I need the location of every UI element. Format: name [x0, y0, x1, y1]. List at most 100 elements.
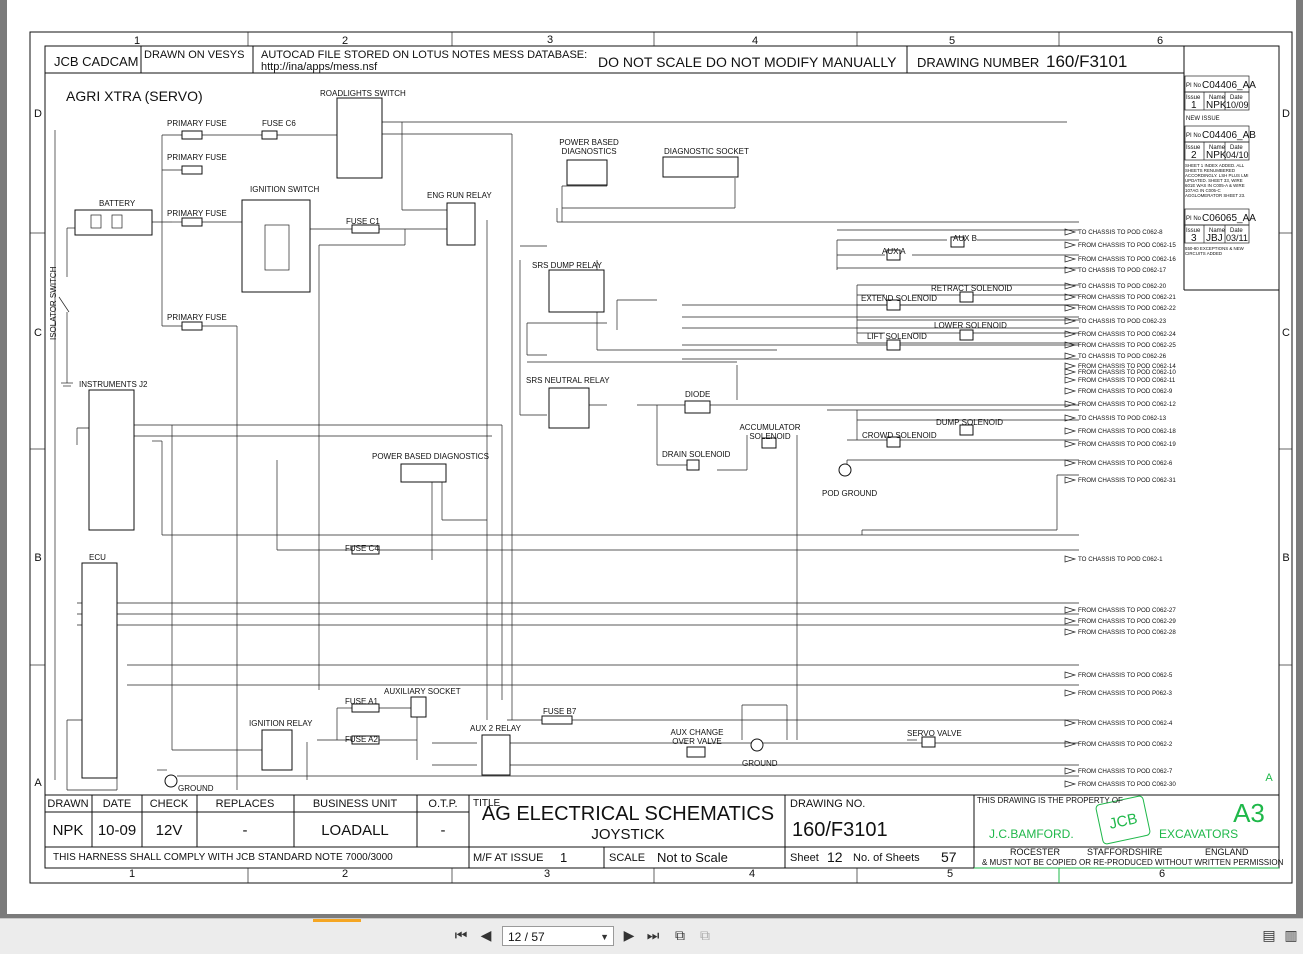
label-lower-solenoid: LOWER SOLENOID [934, 321, 1007, 330]
tb-date: 10-09 [98, 822, 136, 839]
two-page-view-icon[interactable]: ▥ [1284, 928, 1298, 944]
chassis-ref-label: FROM CHASSIS TO POD C062-31 [1078, 477, 1176, 484]
row-letter: C [34, 327, 42, 339]
label-ignition-switch: IGNITION SWITCH [250, 185, 320, 194]
connector-arrow [1064, 400, 1077, 408]
label-diagnostic-socket: DIAGNOSTIC SOCKET [664, 147, 749, 156]
connector-arrow [1064, 617, 1077, 625]
crowd-solenoid-symbol [886, 436, 901, 448]
rev-date-label: Date [1230, 95, 1243, 101]
chassis-ref-label: FROM CHASSIS TO POD C062-9 [1078, 388, 1173, 395]
col-number: 2 [342, 868, 348, 880]
previous-view-icon[interactable]: ⧉ [675, 928, 685, 944]
label-ground: GROUND [178, 784, 214, 793]
connector-arrow [1064, 780, 1077, 788]
rev-pi: C04406_AA [1202, 80, 1256, 91]
chassis-ref-label: FROM CHASSIS TO POD C062-11 [1078, 377, 1176, 384]
connector-arrow [1064, 606, 1077, 614]
aux-b-symbol [950, 236, 965, 248]
diagnostic-socket-symbol [662, 156, 739, 178]
label-crowd-solenoid: CROWD SOLENOID [862, 431, 937, 440]
col-number: 6 [1157, 35, 1163, 47]
header-autocad-url: http://ina/apps/mess.nsf [261, 61, 378, 73]
page-indicator: 12 / 57 [508, 930, 545, 944]
chassis-ref-label: TO CHASSIS TO POD C062-23 [1078, 318, 1167, 325]
label-diode: DIODE [685, 390, 710, 399]
first-page-icon[interactable]: ⏮ [454, 928, 468, 944]
tb-rocester: ROCESTER [1010, 847, 1061, 857]
tb-company: J.C.BAMFORD. [989, 827, 1074, 841]
connector-arrow [1064, 341, 1077, 349]
next-page-icon[interactable]: ▶ [623, 928, 635, 944]
label-fuse-c6: FUSE C6 [262, 119, 296, 128]
connector-arrow [1064, 352, 1077, 360]
connector-arrow [1064, 376, 1077, 384]
chassis-ref-label: FROM CHASSIS TO POD C062-10 [1078, 369, 1176, 376]
chassis-ref-label: FROM CHASSIS TO POD C062-28 [1078, 629, 1176, 636]
label-retract-solenoid: RETRACT SOLENOID [931, 284, 1012, 293]
label-roadlights-switch: ROADLIGHTS SWITCH [320, 89, 406, 98]
rev-date: 03/11 [1226, 233, 1248, 243]
chassis-ref-label: TO CHASSIS TO POD C062-1 [1078, 556, 1163, 563]
tb-subtitle: JOYSTICK [591, 826, 664, 843]
next-view-icon[interactable]: ⧉ [700, 928, 710, 944]
lower-solenoid-symbol [959, 329, 974, 341]
label-primary-fuse: PRIMARY FUSE [167, 119, 227, 128]
tb-replaces: - [243, 822, 248, 839]
ground-symbol [164, 774, 178, 788]
connector-arrow [1064, 689, 1077, 697]
rev-issue: 2 [1191, 150, 1197, 161]
srs-dump-relay-symbol [548, 269, 605, 313]
chassis-ref-label: FROM CHASSIS TO POD C062-7 [1078, 768, 1173, 775]
previous-page-icon[interactable]: ◀ [480, 928, 492, 944]
ignition-relay-symbol [261, 729, 293, 771]
schematic-variant-title: AGRI XTRA (SERVO) [66, 88, 203, 104]
label-aux-b: AUX B [953, 234, 977, 243]
chassis-ref-label: FROM CHASSIS TO POD C062-16 [1078, 256, 1176, 263]
accumulator-solenoid-symbol [761, 437, 777, 449]
ecu-symbol [81, 562, 118, 779]
aux-a-symbol [886, 249, 901, 261]
connector-arrow [1064, 740, 1077, 748]
connector-arrow [1064, 476, 1077, 484]
drawing-sheet: 1 2 3 4 5 6 1 2 3 4 5 6 D C B A D C B A [7, 0, 1296, 914]
jcb-logo [1095, 795, 1151, 845]
outer-frame [29, 31, 1293, 884]
property-block: JCB THIS DRAWING IS THE PROPERTY OF A3 J… [974, 795, 1284, 883]
eng-run-relay-symbol [446, 202, 476, 246]
last-page-icon[interactable]: ⏭ [646, 928, 660, 944]
rev-date-label: Date [1230, 228, 1243, 234]
tb-otp-label: O.T.P. [428, 798, 457, 810]
label-aux-a: AUX A [882, 247, 906, 256]
rev-name: NPK [1206, 150, 1227, 161]
servo-valve-symbol [921, 736, 936, 748]
label-instruments: INSTRUMENTS J2 [79, 380, 148, 389]
wiring [54, 121, 1079, 791]
chassis-ref-label: FROM CHASSIS TO POD C062-5 [1078, 672, 1173, 679]
single-page-view-icon[interactable]: ▤ [1262, 928, 1276, 944]
tb-excavators: EXCAVATORS [1159, 827, 1238, 841]
revision-block: PI No PI No PI No Issue Name Date Issue … [1184, 75, 1256, 256]
connector-arrow [1064, 427, 1077, 435]
col-number: 5 [947, 868, 953, 880]
header-drawing-number-label: DRAWING NUMBER [917, 55, 1039, 70]
tb-size: A3 [1233, 798, 1265, 828]
connector-arrow [1064, 317, 1077, 325]
page-select[interactable]: 12 / 57 ▼ [502, 926, 614, 946]
tb-of: 57 [941, 849, 957, 865]
rev-pi: C06065_AA [1202, 213, 1256, 224]
tb-replaces-label: REPLACES [216, 798, 275, 810]
rev-name-label: Name [1209, 95, 1226, 101]
connector-arrow [1064, 293, 1077, 301]
chassis-ref-label: TO CHASSIS TO POD C062-13 [1078, 415, 1167, 422]
label-dump-solenoid: DUMP SOLENOID [936, 418, 1003, 427]
tb-sheet: 12 [827, 849, 843, 865]
label-auxiliary-socket: AUXILIARY SOCKET [384, 687, 461, 696]
label-pod-ground: POD GROUND [822, 489, 877, 498]
chassis-ref-label: FROM CHASSIS TO POD C062-30 [1078, 781, 1176, 788]
col-number: 3 [544, 868, 550, 880]
connector-arrow [1064, 266, 1077, 274]
connector-arrow [1064, 330, 1077, 338]
tb-drawn: NPK [53, 822, 84, 839]
rev-name-label: Name [1209, 228, 1226, 234]
